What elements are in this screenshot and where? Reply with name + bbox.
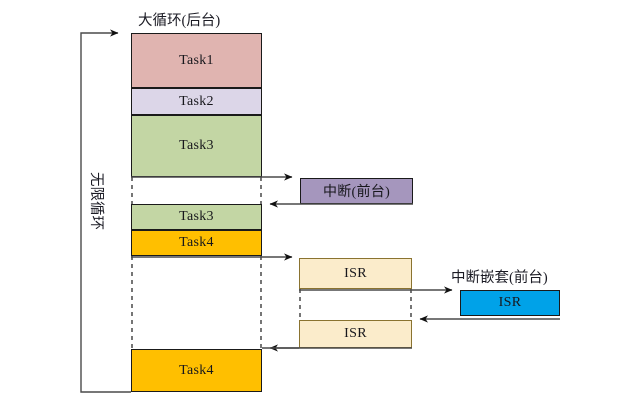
- isr-1-label: ISR: [344, 265, 367, 281]
- task3-resume-label: Task3: [179, 209, 214, 224]
- task4-block: Task4: [131, 230, 262, 256]
- task3-block: Task3: [131, 115, 262, 177]
- task4-resume-label: Task4: [179, 362, 214, 378]
- task1-label: Task1: [179, 52, 214, 68]
- nested-interrupt-label: 中断嵌套(前台): [451, 270, 548, 286]
- interrupt-label: 中断(前台): [322, 185, 391, 200]
- task3-label: Task3: [179, 138, 214, 153]
- task1-block: Task1: [131, 33, 262, 88]
- nested-isr-block: ISR: [460, 290, 560, 316]
- task2-label: Task2: [179, 93, 214, 109]
- task4-resume-block: Task4: [131, 349, 262, 392]
- nested-isr-label: ISR: [498, 295, 522, 310]
- task3-resume-block: Task3: [131, 204, 262, 230]
- infinite-loop-label: 无限循环: [88, 172, 104, 230]
- task4-label: Task4: [179, 235, 214, 250]
- page-title: 大循环(后台): [138, 13, 221, 29]
- isr-block-2: ISR: [299, 320, 412, 348]
- isr-2-label: ISR: [344, 326, 367, 341]
- interrupt-block: 中断(前台): [300, 178, 413, 204]
- task2-block: Task2: [131, 88, 262, 115]
- isr-block-1: ISR: [299, 258, 412, 289]
